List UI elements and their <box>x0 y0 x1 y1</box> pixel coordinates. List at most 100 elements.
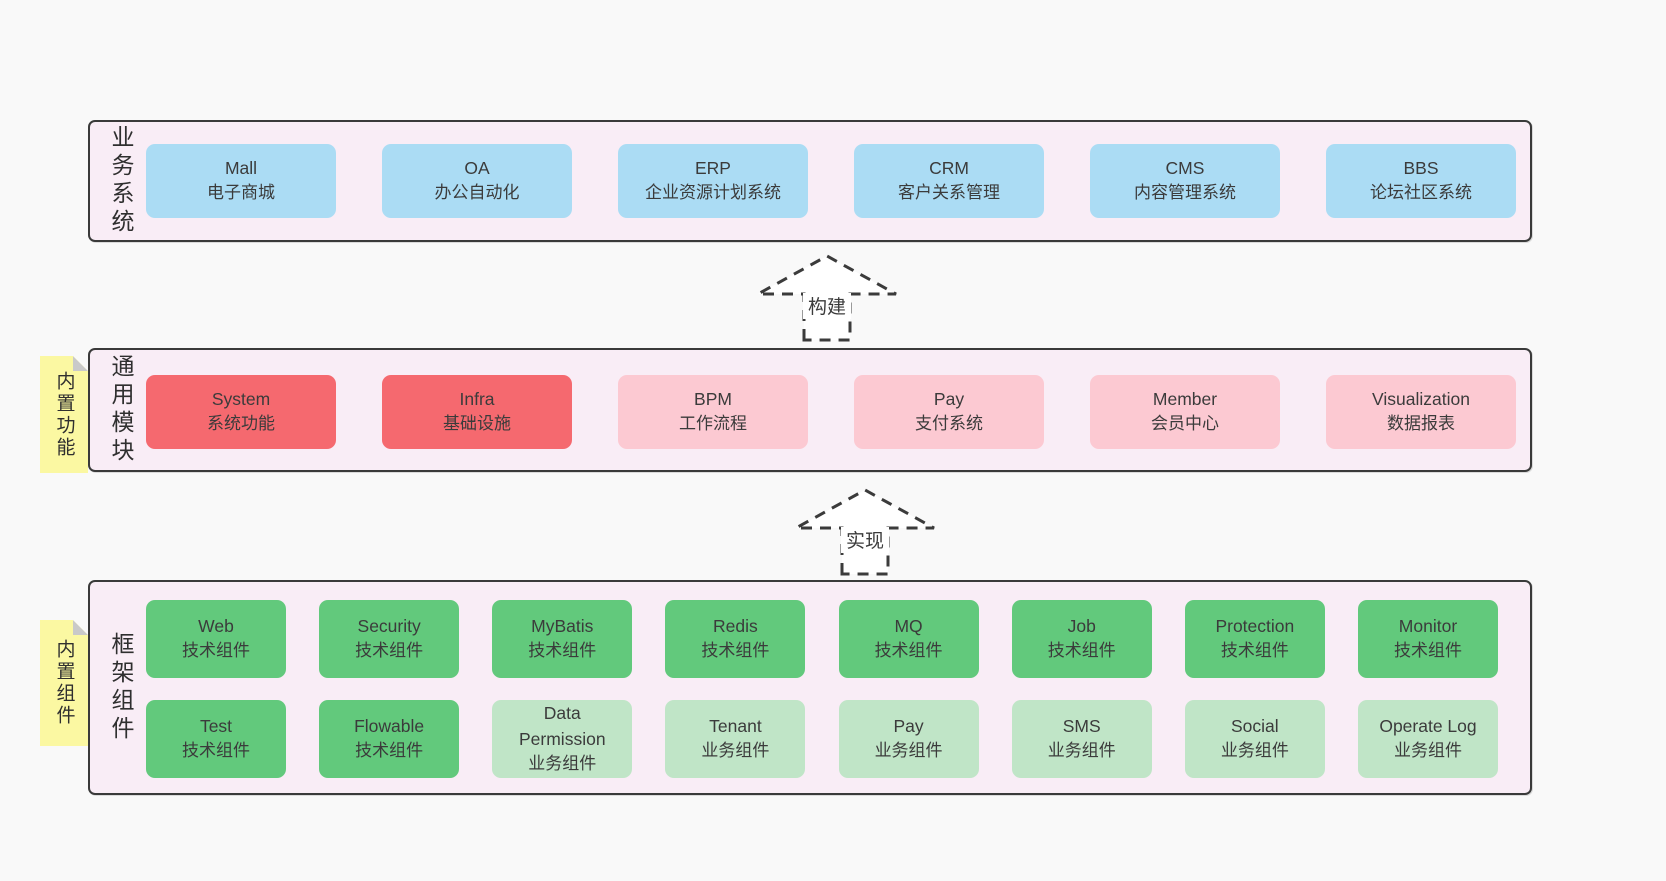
card-subtitle: 技术组件 <box>701 641 770 661</box>
card-subtitle: 企业资源计划系统 <box>645 183 781 203</box>
card-mall: Mall 电子商城 <box>146 144 336 218</box>
card-title: Redis <box>713 615 758 636</box>
card-protection: Protection 技术组件 <box>1184 600 1325 678</box>
card-oa: OA 办公自动化 <box>382 144 572 218</box>
card-title: Mall <box>224 157 258 178</box>
card-redis: Redis 技术组件 <box>665 600 806 678</box>
card-pay-module: Pay 支付系统 <box>854 375 1044 449</box>
card-subtitle: 业务组件 <box>1220 741 1289 761</box>
card-member: Member 会员中心 <box>1090 375 1280 449</box>
card-title: Web <box>198 615 234 636</box>
card-infra: Infra 基础设施 <box>382 375 572 449</box>
common-modules-panel: 通用模块 System 系统功能 Infra 基础设施 BPM 工作流程 Pay… <box>88 348 1532 472</box>
sticky-note-builtin-features: 内置功能 <box>40 356 88 473</box>
build-arrow-label: 构建 <box>808 296 846 318</box>
card-subtitle: 业务组件 <box>874 741 943 761</box>
common-modules-label: 通用模块 <box>108 354 134 466</box>
implement-arrow-label: 实现 <box>846 530 884 552</box>
card-title: Member <box>1152 388 1218 409</box>
card-title: ERP <box>695 157 731 178</box>
business-systems-label: 业务系统 <box>108 125 134 237</box>
card-social: Social 业务组件 <box>1184 700 1325 778</box>
card-flowable: Flowable 技术组件 <box>319 700 460 778</box>
card-subtitle: 技术组件 <box>1220 641 1289 661</box>
card-title: Test <box>199 715 233 736</box>
components-row-2: Test 技术组件 Flowable 技术组件 Data Permission … <box>146 700 1498 778</box>
sticky-note-builtin-components: 内置组件 <box>40 620 88 746</box>
sticky-note-label: 内置功能 <box>53 370 75 459</box>
card-cms: CMS 内容管理系统 <box>1090 144 1280 218</box>
card-title: Tenant <box>709 715 762 736</box>
business-systems-panel: 业务系统 Mall 电子商城 OA 办公自动化 ERP 企业资源计划系统 CRM… <box>88 120 1532 242</box>
card-mybatis: MyBatis 技术组件 <box>492 600 633 678</box>
card-title: MyBatis <box>531 615 594 636</box>
card-subtitle: 数据报表 <box>1387 414 1455 434</box>
common-modules-row: System 系统功能 Infra 基础设施 BPM 工作流程 Pay 支付系统… <box>146 375 1516 449</box>
card-title: Security <box>357 615 421 636</box>
card-title: SMS <box>1062 715 1101 736</box>
card-subtitle: 办公自动化 <box>434 183 520 203</box>
card-title: Operate Log <box>1379 715 1477 736</box>
card-title: Monitor <box>1398 615 1458 636</box>
card-title: BPM <box>694 388 732 409</box>
card-sms: SMS 业务组件 <box>1011 700 1152 778</box>
card-title: BBS <box>1403 157 1439 178</box>
card-title: System <box>211 388 271 409</box>
card-test: Test 技术组件 <box>146 700 286 778</box>
card-subtitle: 工作流程 <box>679 414 747 434</box>
up-arrow-icon: 实现 <box>795 488 935 576</box>
card-title: Pay <box>933 388 965 409</box>
card-subtitle: 业务组件 <box>1393 741 1462 761</box>
sticky-fold-icon <box>73 620 88 635</box>
card-subtitle: 技术组件 <box>1393 641 1462 661</box>
card-subtitle: 内容管理系统 <box>1134 183 1236 203</box>
sticky-note-label: 内置组件 <box>53 639 75 727</box>
card-subtitle: 技术组件 <box>874 641 943 661</box>
components-row-1: Web 技术组件 Security 技术组件 MyBatis 技术组件 Redi… <box>146 600 1498 678</box>
card-subtitle: 系统功能 <box>207 414 275 434</box>
card-title: MQ <box>894 615 923 636</box>
card-operate-log: Operate Log 业务组件 <box>1357 700 1498 778</box>
card-bpm: BPM 工作流程 <box>618 375 808 449</box>
card-security: Security 技术组件 <box>319 600 460 678</box>
card-subtitle: 技术组件 <box>355 641 424 661</box>
card-subtitle: 技术组件 <box>182 741 250 761</box>
card-title: Data Permission <box>519 703 606 749</box>
card-subtitle: 技术组件 <box>182 641 250 661</box>
card-subtitle: 支付系统 <box>915 414 983 434</box>
up-arrow-icon: 构建 <box>757 254 897 342</box>
card-subtitle: 技术组件 <box>1047 641 1116 661</box>
card-title: Protection <box>1215 615 1295 636</box>
card-subtitle: 业务组件 <box>528 754 597 774</box>
card-mq: MQ 技术组件 <box>838 600 979 678</box>
card-web: Web 技术组件 <box>146 600 286 678</box>
card-pay-component: Pay 业务组件 <box>838 700 979 778</box>
card-title: OA <box>464 157 490 178</box>
card-monitor: Monitor 技术组件 <box>1357 600 1498 678</box>
card-subtitle: 会员中心 <box>1151 414 1219 434</box>
card-erp: ERP 企业资源计划系统 <box>618 144 808 218</box>
card-subtitle: 技术组件 <box>355 741 424 761</box>
framework-components-label: 框架组件 <box>108 631 134 744</box>
card-subtitle: 技术组件 <box>528 641 597 661</box>
card-subtitle: 业务组件 <box>701 741 770 761</box>
card-job: Job 技术组件 <box>1011 600 1152 678</box>
card-subtitle: 业务组件 <box>1047 741 1116 761</box>
card-subtitle: 客户关系管理 <box>898 183 1000 203</box>
card-title: CRM <box>929 157 969 178</box>
sticky-fold-icon <box>73 356 88 371</box>
card-crm: CRM 客户关系管理 <box>854 144 1044 218</box>
card-visualization: Visualization 数据报表 <box>1326 375 1516 449</box>
card-subtitle: 基础设施 <box>443 414 511 434</box>
card-title: CMS <box>1165 157 1205 178</box>
card-data-permission: Data Permission 业务组件 <box>492 700 633 778</box>
implement-arrow: 实现 <box>790 486 940 576</box>
card-title: Infra <box>459 388 495 409</box>
card-tenant: Tenant 业务组件 <box>665 700 806 778</box>
build-arrow: 构建 <box>752 252 902 342</box>
business-systems-row: Mall 电子商城 OA 办公自动化 ERP 企业资源计划系统 CRM 客户关系… <box>146 144 1516 218</box>
card-title: Pay <box>893 715 924 736</box>
framework-components-panel: 框架组件 Web 技术组件 Security 技术组件 MyBatis 技术组件… <box>88 580 1532 795</box>
card-title: Social <box>1231 715 1279 736</box>
